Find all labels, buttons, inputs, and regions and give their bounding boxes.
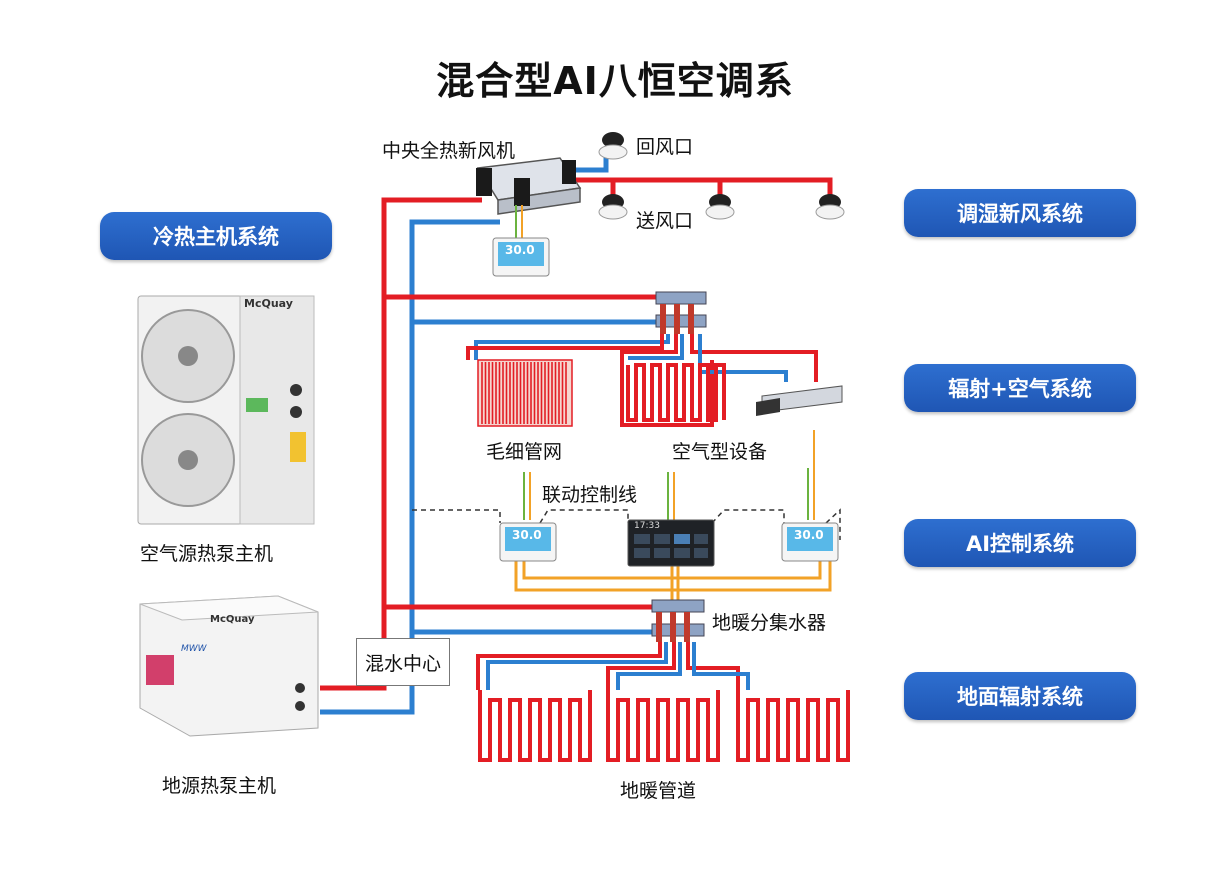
fresh-air-unit-label: 中央全热新风机	[382, 140, 516, 162]
capillary-label: 毛细管网	[486, 441, 563, 463]
system-radiation-air: 辐射+空气系统	[904, 364, 1136, 412]
upper-manifold	[655, 291, 707, 334]
brand-logo-air: McQuay	[244, 297, 293, 310]
thermostat-left	[499, 522, 557, 562]
fresh-air-unit	[476, 157, 582, 215]
floor-manifold	[651, 599, 705, 642]
brand-sub-badge: MWW	[181, 644, 207, 654]
floor-manifold-label: 地暖分集水器	[712, 612, 827, 634]
air-source-heat-pump	[137, 295, 315, 525]
system-cooling-heating-host: 冷热主机系统	[100, 212, 332, 260]
thermostat-fresh-air-reading: 30.0	[505, 243, 535, 257]
return-vent-icon	[598, 132, 628, 160]
thermostat-fresh-air	[492, 237, 550, 277]
ground-source-heat-pump	[139, 595, 319, 737]
air-device-coil	[626, 363, 726, 422]
system-humidity-fresh-air: 调湿新风系统	[904, 189, 1136, 237]
thermostat-left-reading: 30.0	[512, 528, 542, 542]
capillary-mat	[477, 359, 573, 427]
brand-logo-ground: McQuay	[210, 614, 255, 625]
thermostat-wires	[514, 430, 832, 600]
ground-source-pump-label: 地源热泵主机	[162, 775, 277, 797]
ai-panel-time: 17:33	[634, 521, 660, 531]
air-source-pump-label: 空气源热泵主机	[140, 543, 274, 565]
upper-branch-pipes	[466, 334, 818, 427]
supply-vent-label: 送风口	[636, 210, 694, 232]
floor-pipes-label: 地暖管道	[620, 780, 697, 802]
fan-coil-unit	[756, 385, 843, 416]
system-ai-control: AI控制系统	[904, 519, 1136, 567]
thermostat-right-reading: 30.0	[794, 528, 824, 542]
main-pipes	[320, 197, 658, 715]
system-floor-radiation: 地面辐射系统	[904, 672, 1136, 720]
thermostat-right	[781, 522, 839, 562]
return-vent-label: 回风口	[636, 136, 694, 158]
linkage-control-wires	[412, 508, 841, 540]
page-title: 混合型AI八恒空调系	[436, 59, 794, 103]
supply-vent-icon	[598, 194, 845, 220]
floor-loop-right	[736, 690, 850, 762]
floor-loop-left	[478, 690, 592, 762]
ai-control-panel	[627, 519, 715, 567]
linkage-label: 联动控制线	[542, 484, 638, 506]
floor-branch-pipes	[476, 642, 750, 690]
mixing-center-label: 混水中心	[356, 638, 450, 686]
air-device-label: 空气型设备	[672, 441, 768, 463]
floor-loop-middle	[606, 690, 720, 762]
fresh-air-control-wires	[515, 205, 523, 238]
